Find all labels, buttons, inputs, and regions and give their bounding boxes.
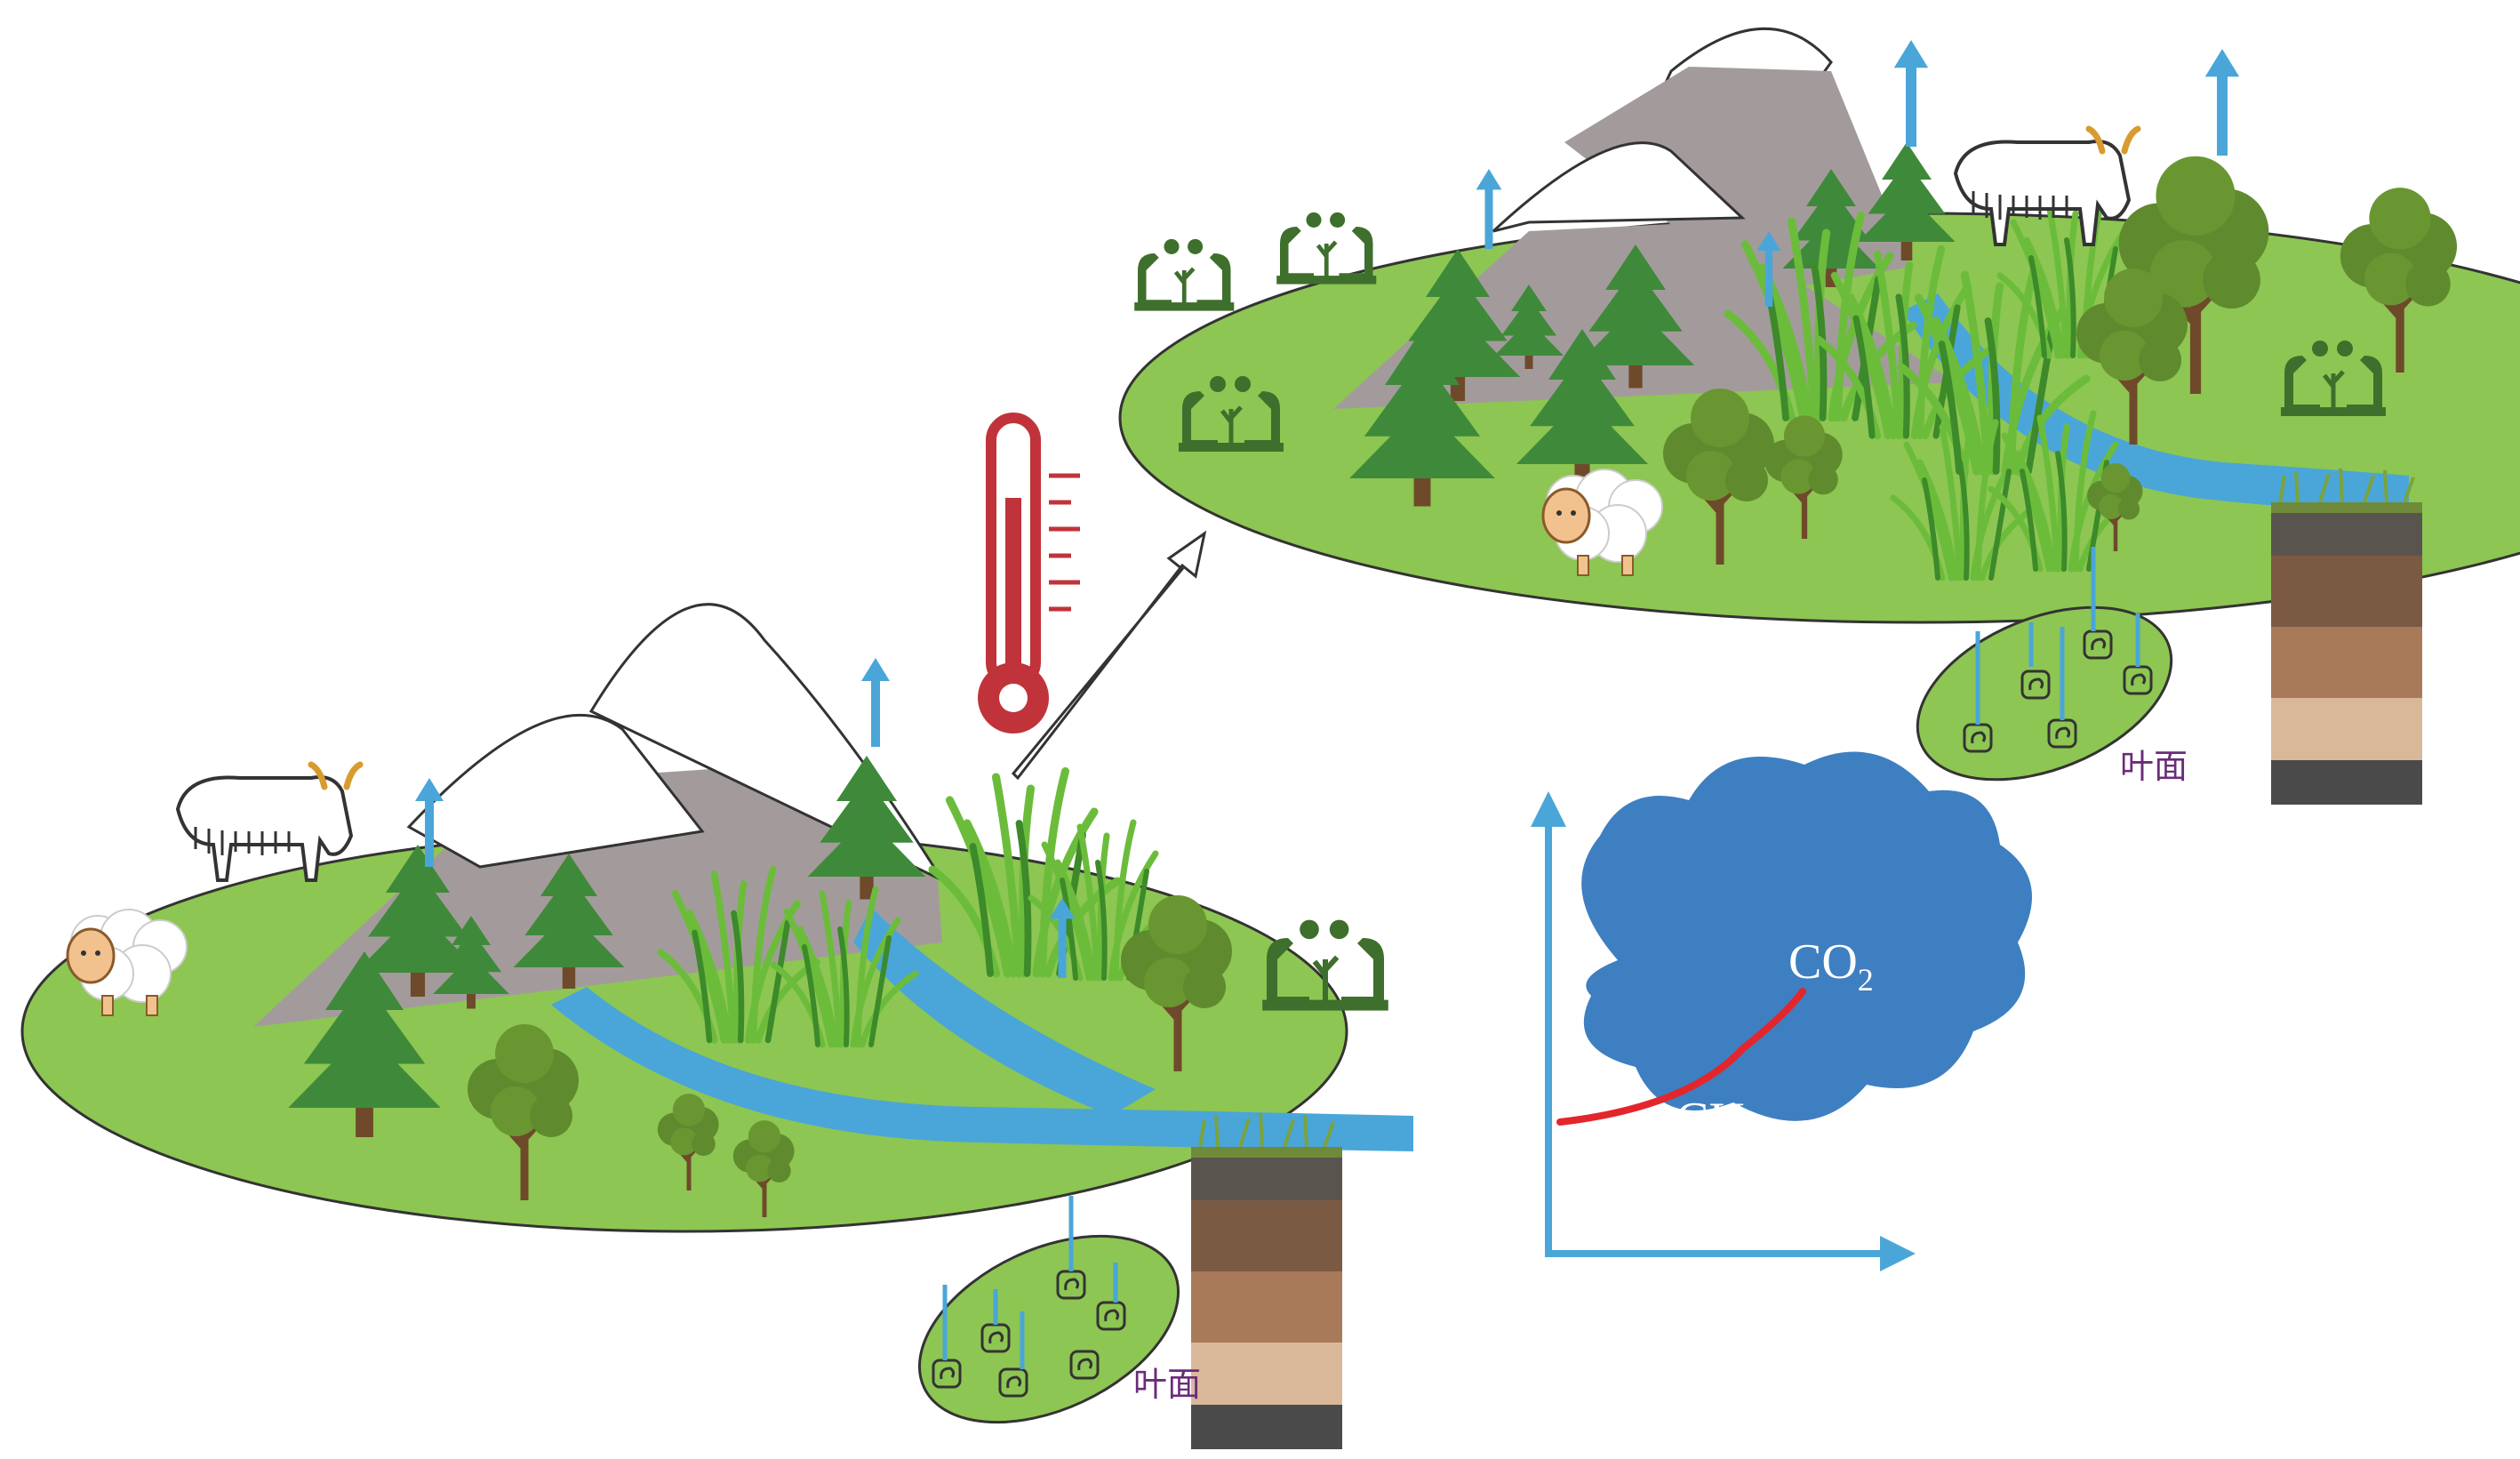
emission-curve [1556, 988, 1806, 1126]
flux-arrow-icon [861, 658, 890, 747]
emission-cloud [1581, 751, 2032, 1121]
gas-emission-panel: CO2 CH4 [1531, 751, 2032, 1271]
shrub-icon [1134, 239, 1234, 311]
soil-profile-icon [2269, 467, 2424, 806]
leaf-surface-right: 叶面 [1916, 547, 2188, 786]
mountain-left-snow-front [406, 713, 705, 869]
leaf-surface-label-right: 叶面 [2120, 747, 2188, 786]
gas-label-ch4: CH4 [1676, 1093, 1761, 1156]
flux-arrow-icon [1476, 169, 1502, 249]
leaf-surface-label-left: 叶面 [1133, 1365, 1201, 1404]
warming-arrow-icon [1011, 530, 1207, 781]
soil-profile-icon [1189, 1111, 1344, 1451]
thermometer-icon [978, 413, 1080, 734]
x-axis-arrow-icon [1880, 1236, 1916, 1271]
mountain-right-snow-front [1492, 141, 1746, 233]
flux-arrow-icon [2204, 49, 2240, 156]
river-left-branch [853, 907, 1156, 1116]
leaf-surface-left: 叶面 [917, 1196, 1201, 1424]
current-ecosystem: 叶面 [20, 603, 1413, 1451]
gas-label-co2: CO2 [1788, 934, 1874, 998]
flux-arrow-icon [1893, 40, 1929, 147]
shrub-icon [1276, 212, 1376, 285]
river-left [551, 987, 1413, 1151]
warmed-ecosystem: 叶面 [1118, 28, 2520, 806]
y-axis-arrow-icon [1531, 791, 1566, 827]
